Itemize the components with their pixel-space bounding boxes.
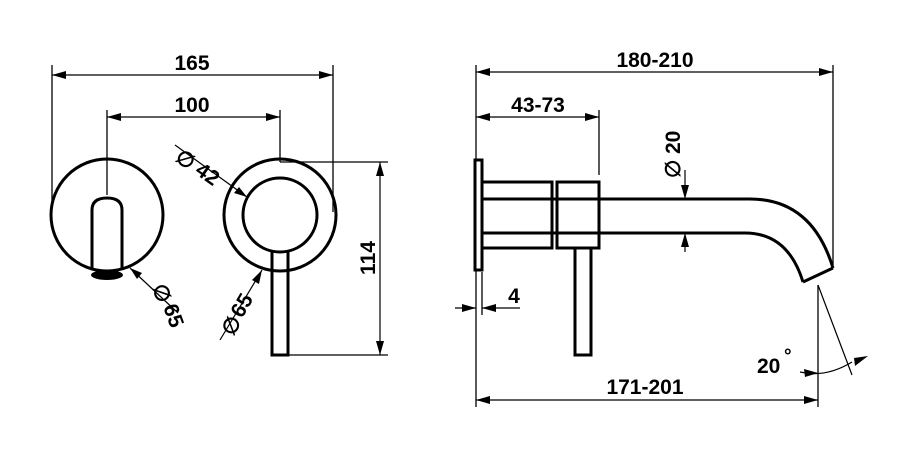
dimension-spout-angle: 20 °: [757, 284, 868, 378]
label-65-left: 65: [158, 301, 188, 331]
right-plate-outer: [222, 157, 338, 273]
handle-cover-plate: [222, 157, 338, 357]
dimension-wall-depth: 43-73: [476, 94, 599, 121]
spout-outlet-edge: [802, 266, 834, 284]
dimension-spout-diameter: ∅ 20: [662, 131, 689, 252]
dimension-height: 114: [357, 162, 384, 355]
angle-reference-line: [817, 284, 853, 376]
label-43-73: 43-73: [511, 94, 565, 117]
body-sleeve-2: [555, 180, 601, 250]
handle-lever-side: [573, 248, 593, 357]
dimension-overall-width: 165: [52, 52, 333, 79]
label-171-201: 171-201: [606, 376, 683, 399]
handle-base: [241, 176, 319, 254]
label-4: 4: [508, 285, 520, 308]
dimension-overall-projection: 180-210: [476, 49, 833, 76]
degree-symbol: °: [784, 346, 792, 367]
label-20: 20: [662, 131, 685, 154]
side-view: 180-210 43-73: [455, 49, 868, 407]
label-165: 165: [174, 52, 209, 75]
handle-lever: [270, 252, 290, 357]
dimension-handle-diameter: ∅ 42: [171, 144, 248, 198]
label-42: 42: [191, 158, 223, 190]
spout-outlet: [91, 270, 123, 280]
body-sleeve-1: [480, 180, 554, 250]
spout-front: [90, 196, 124, 270]
front-view: 165 100 ∅ 65: [49, 52, 388, 357]
spout-cover-plate: [49, 157, 165, 280]
label-114: 114: [357, 241, 380, 275]
diameter-symbol-20: ∅: [662, 160, 685, 178]
dimension-plate-diameter-right: ∅ 65: [217, 269, 263, 341]
diameter-symbol-left: ∅: [147, 281, 175, 306]
label-180-210: 180-210: [616, 49, 693, 72]
dimension-center-distance: 100: [107, 94, 280, 121]
dimension-plate-diameter-left: ∅ 65: [129, 267, 188, 331]
mixer-body-side: [480, 180, 601, 250]
label-20-degrees: 20: [757, 355, 780, 378]
spout-top-edge: [599, 197, 835, 269]
angle-arc: [799, 361, 853, 375]
spout-side: [599, 197, 835, 284]
spout-bottom-edge: [599, 231, 805, 283]
dimension-spout-projection: 171-201: [476, 376, 818, 404]
label-100: 100: [174, 94, 209, 117]
dimension-plate-thickness: 4: [455, 285, 520, 312]
